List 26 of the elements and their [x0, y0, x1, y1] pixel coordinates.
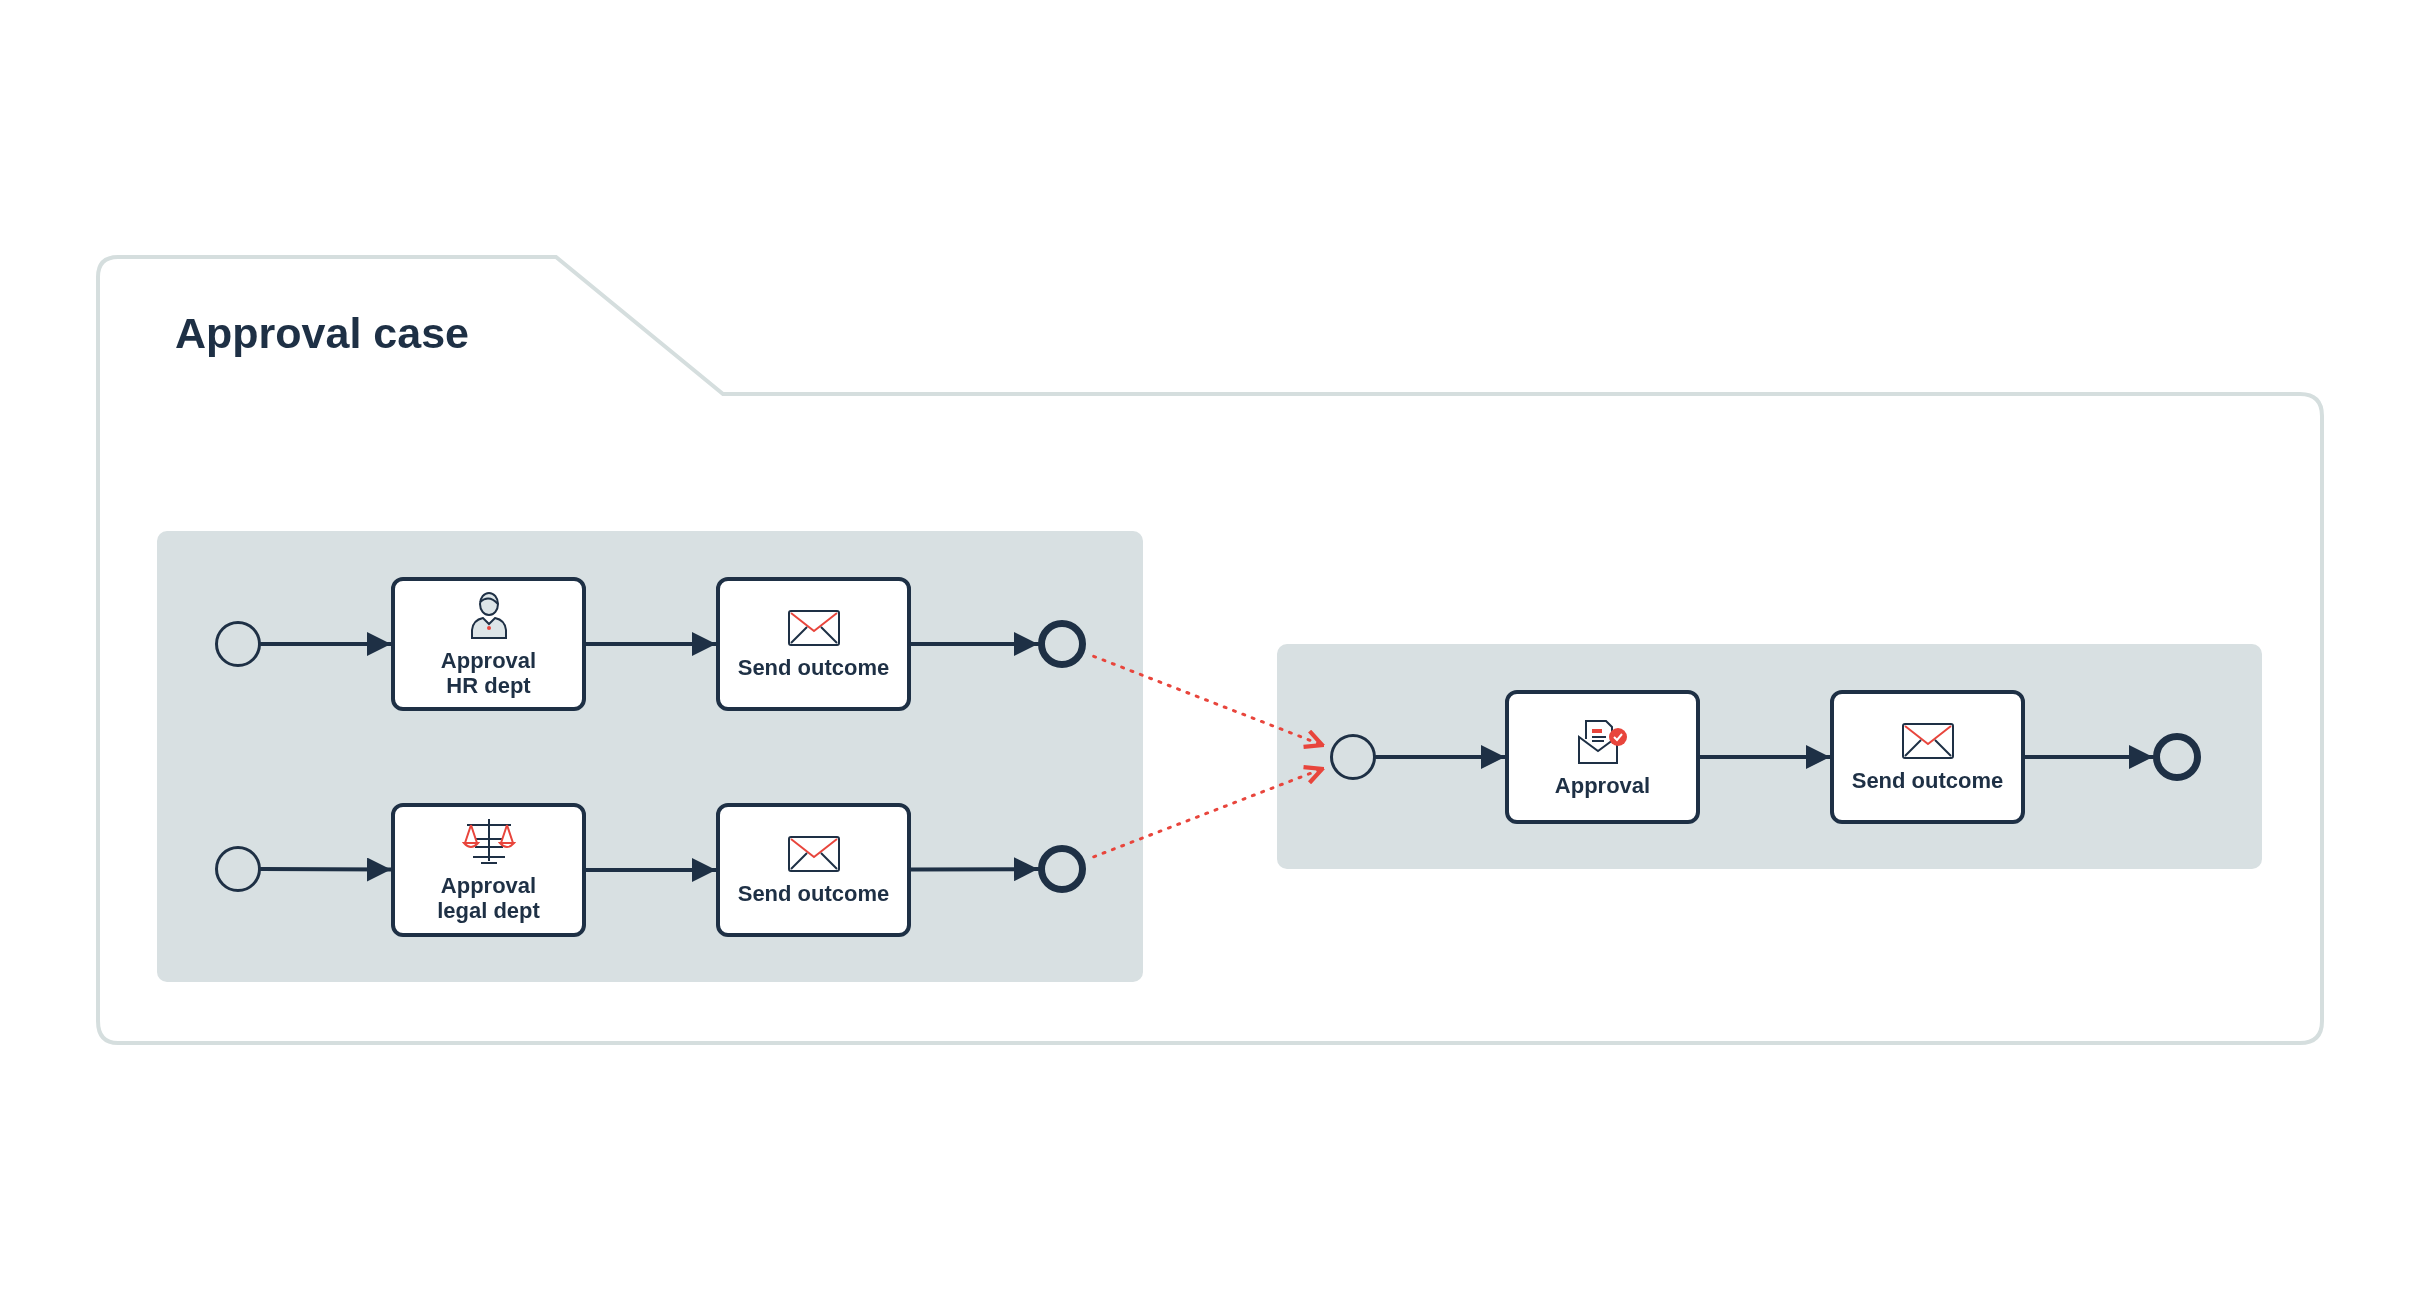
task-label: Send outcome — [1851, 767, 2004, 793]
arrow — [2023, 745, 2155, 769]
arrow — [259, 857, 393, 882]
task-box — [1505, 690, 1700, 824]
task-label: Approval HR dept — [439, 648, 538, 698]
arrow — [909, 632, 1040, 656]
lane-panel — [1277, 644, 2262, 869]
task-label: Approval — [1554, 772, 1651, 798]
task-box — [716, 803, 911, 937]
arrow — [909, 857, 1040, 882]
dotted-arrow — [1092, 764, 1325, 859]
arrow — [1698, 745, 1832, 769]
arrow — [584, 858, 718, 882]
lane-panel — [157, 531, 1143, 982]
task-box — [391, 577, 586, 711]
task-box — [1830, 690, 2025, 824]
task-box — [716, 577, 911, 711]
arrow — [259, 632, 393, 656]
task-label: Approval legal dept — [436, 873, 541, 923]
task-box — [391, 803, 586, 937]
task-label: Send outcome — [737, 654, 890, 680]
task-label: Send outcome — [737, 880, 890, 906]
dotted-arrow — [1092, 654, 1325, 749]
case-title: Approval case — [175, 308, 469, 359]
arrow — [1374, 745, 1507, 769]
arrow — [584, 632, 718, 656]
